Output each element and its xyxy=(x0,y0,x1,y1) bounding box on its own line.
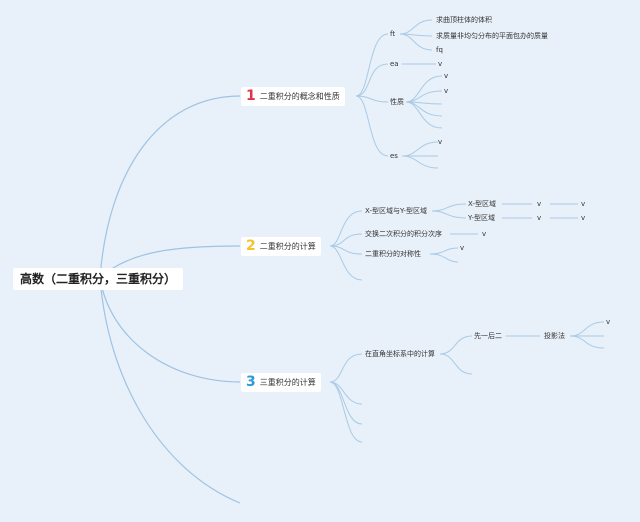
node-xingzhi[interactable]: 性质 xyxy=(390,98,404,106)
node-exchange-order-v[interactable]: v xyxy=(482,230,487,238)
topic-1-label: 二重积分的概念和性质 xyxy=(259,92,340,101)
node-y-type[interactable]: Y-型区域 xyxy=(468,214,495,222)
root-topic[interactable]: 高数（二重积分，三重积分） xyxy=(13,268,184,290)
node-ft-child-1[interactable]: 求曲顶柱体的体积 xyxy=(436,16,492,24)
node-projection-method[interactable]: 投影法 xyxy=(544,332,565,340)
node-rect-coords[interactable]: 在直角坐标系中的计算 xyxy=(365,350,435,358)
node-x-type-v2[interactable]: v xyxy=(581,200,586,208)
node-symmetry-v[interactable]: v xyxy=(460,244,465,252)
node-exchange-order[interactable]: 交换二次积分的积分次序 xyxy=(365,230,442,238)
node-projection-v[interactable]: v xyxy=(606,318,611,326)
node-ea[interactable]: ea xyxy=(390,60,399,68)
node-ft-child-3[interactable]: fq xyxy=(436,46,443,54)
node-x-type-v1[interactable]: v xyxy=(537,200,542,208)
topic-3-number: 3 xyxy=(246,374,256,390)
node-xy-region[interactable]: X-型区域与Y-型区域 xyxy=(365,207,427,215)
node-xingzhi-child-2[interactable]: v xyxy=(444,87,449,95)
node-es[interactable]: es xyxy=(390,152,398,160)
topic-1-number: 1 xyxy=(246,88,256,104)
node-es-child[interactable]: v xyxy=(438,138,443,146)
node-y-type-v1[interactable]: v xyxy=(537,214,542,222)
node-symmetry[interactable]: 二重积分的对称性 xyxy=(365,250,421,258)
node-first-one-then-two[interactable]: 先一后二 xyxy=(474,332,502,340)
node-ea-child[interactable]: v xyxy=(438,60,443,68)
node-y-type-v2[interactable]: v xyxy=(581,214,586,222)
node-ft[interactable]: ft xyxy=(390,30,396,38)
node-xingzhi-child-1[interactable]: v xyxy=(444,72,449,80)
node-ft-child-2[interactable]: 求质量非均匀分布的平面包办的质量 xyxy=(436,32,548,40)
topic-2-number: 2 xyxy=(246,238,256,254)
topic-3-label: 三重积分的计算 xyxy=(259,378,316,387)
topic-2-label: 二重积分的计算 xyxy=(259,242,316,251)
node-x-type[interactable]: X-型区域 xyxy=(468,200,496,208)
